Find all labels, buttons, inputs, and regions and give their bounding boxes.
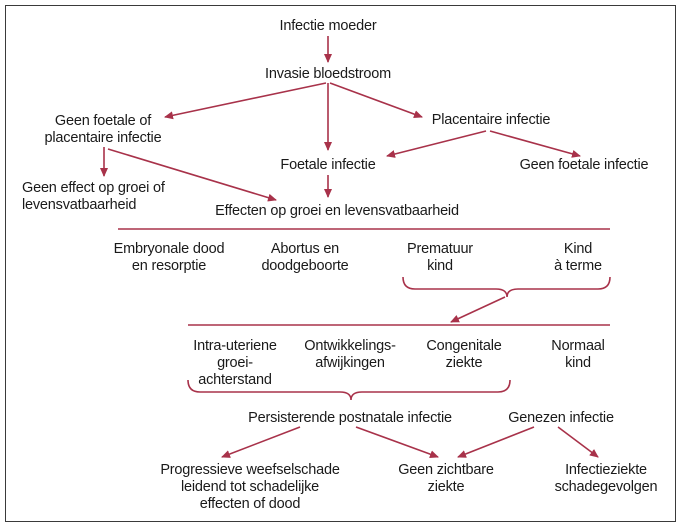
arrow-brace1-to-row2: [450, 296, 506, 323]
node-text-line: en resorptie: [131, 258, 207, 274]
node-text-line: Abortus en: [270, 241, 340, 257]
node-placental-infection: Placentaire infectie: [431, 112, 551, 128]
arrow-persistent-to-no-visible: [355, 426, 439, 459]
arrow-healed-to-sequelae: [557, 426, 599, 458]
arrow-placental-to-fetal: [386, 130, 487, 158]
node-effects-growth: Effecten op groei en levensvatbaarheid: [215, 203, 459, 219]
node-text-line: Normaal: [551, 338, 605, 354]
node-text-line: Infectieziekte: [565, 462, 647, 478]
outcome-abortion: Abortus en doodgeboorte: [250, 241, 360, 275]
node-text-line: Embryonale dood: [113, 241, 225, 257]
node-text-line: à terme: [554, 258, 602, 274]
node-infection-sequelae: Infectieziekte schadegevolgen: [546, 462, 666, 496]
node-fetal-infection: Foetale infectie: [280, 157, 376, 173]
node-text-line: kind: [565, 355, 591, 371]
node-text-line: achterstand: [198, 372, 272, 388]
node-text-line: effecten of dood: [199, 496, 301, 512]
node-no-visible-disease: Geen zichtbare ziekte: [384, 462, 508, 496]
node-text-line: levensvatbaarheid: [22, 197, 137, 213]
arrow-bloodstream-to-no-fetal-placental: [164, 82, 327, 120]
outcome-iugr: Intra-uteriene groei- achterstand: [180, 338, 290, 389]
node-text-line: placentaire infectie: [44, 130, 162, 146]
outcome-embryonic-death: Embryonale dood en resorptie: [104, 241, 234, 275]
outcome-normal-child: Normaal kind: [538, 338, 618, 372]
node-progressive-damage: Progressieve weefselschade leidend tot s…: [150, 462, 350, 513]
brace-premature-term: [402, 276, 611, 298]
node-text-line: kind: [427, 258, 453, 274]
outcome-developmental: Ontwikkelings- afwijkingen: [296, 338, 404, 372]
outcome-premature: Prematuur kind: [396, 241, 484, 275]
node-persistent-infection: Persisterende postnatale infectie: [248, 410, 452, 426]
node-text-line: Prematuur: [407, 241, 473, 257]
brace-row2-defects: [187, 379, 511, 401]
node-text-line: Congenitale: [426, 338, 502, 354]
node-text-line: Geen foetale of: [54, 113, 152, 129]
node-no-fetal-infection: Geen foetale infectie: [519, 157, 649, 173]
node-text-line: Progressieve weefselschade: [160, 462, 340, 478]
node-text-line: Intra-uteriene: [193, 338, 277, 354]
arrow-bloodstream-to-placental: [329, 82, 423, 118]
arrow-healed-to-no-visible: [457, 426, 535, 458]
diagram-frame: [5, 5, 676, 522]
node-text-line: Ontwikkelings-: [304, 338, 396, 354]
arrow-no-fetal-placental-to-effects: [107, 148, 277, 202]
node-no-effect-growth: Geen effect op groei of levensvatbaarhei…: [22, 180, 192, 214]
node-text-line: schadegevolgen: [554, 479, 658, 495]
node-text-line: Geen effect op groei of: [22, 180, 165, 196]
node-text-line: ziekte: [427, 479, 465, 495]
outcome-term-child: Kind à terme: [540, 241, 616, 275]
node-healed-infection: Genezen infectie: [508, 410, 614, 426]
node-text-line: afwijkingen: [315, 355, 385, 371]
arrow-persistent-to-progressive: [221, 426, 301, 458]
outcome-congenital: Congenitale ziekte: [416, 338, 512, 372]
node-no-fetal-placental: Geen foetale of placentaire infectie: [28, 113, 178, 147]
node-text-line: Geen zichtbare: [398, 462, 494, 478]
node-text-line: leidend tot schadelijke: [180, 479, 320, 495]
node-text-line: Kind: [563, 241, 593, 257]
node-bloodstream-invasion: Invasie bloedstroom: [265, 66, 391, 82]
node-text-line: groei-: [217, 355, 253, 371]
node-text-line: doodgeboorte: [261, 258, 349, 274]
node-text-line: ziekte: [445, 355, 483, 371]
node-infection-mother: Infectie moeder: [279, 18, 377, 34]
arrow-placental-to-no-fetal: [489, 130, 581, 158]
